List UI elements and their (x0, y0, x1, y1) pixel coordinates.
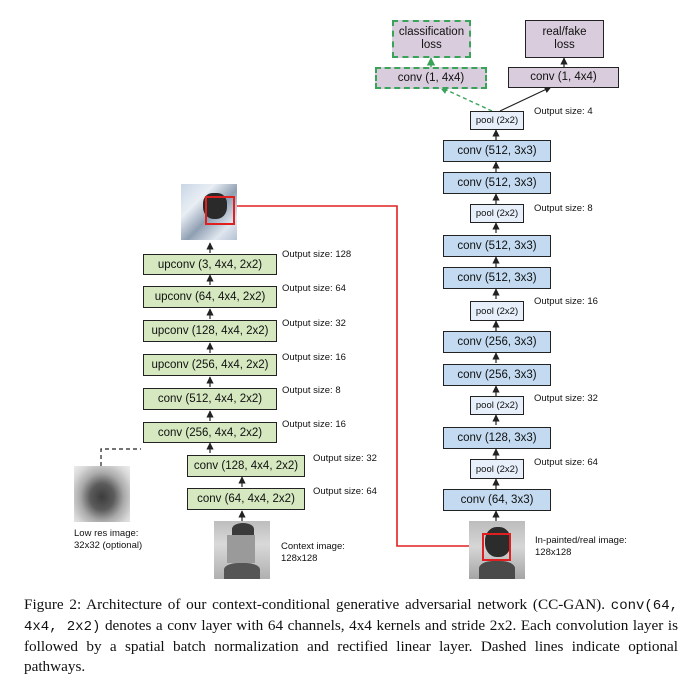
gen-size-label: Output size: 128 (282, 249, 352, 260)
gen-layer-upconv-3: upconv (3, 4x4, 2x2) (143, 254, 277, 275)
discriminator-arrows (492, 57, 568, 521)
classification-optional-arrows (426, 57, 493, 112)
caption-part1: Figure 2: Architecture of our context-co… (24, 596, 606, 613)
realfake-loss-line1: real/fake (542, 26, 587, 38)
caption-part2: denotes a conv layer with 64 channels, 4… (24, 617, 678, 675)
inpainted-label-line2: 128x128 (535, 547, 572, 558)
classification-loss-line2: loss (421, 39, 442, 51)
disc-pool: pool (2x2) (470, 301, 524, 321)
inpainted-region-box (482, 533, 511, 561)
gen-size-label: Output size: 64 (313, 486, 377, 497)
gen-layer-conv-256: conv (256, 4x4, 2x2) (143, 422, 277, 443)
context-dog-body (224, 563, 260, 579)
low-res-label-line1: Low res image: (74, 528, 139, 539)
disc-size-label: Output size: 16 (534, 296, 598, 307)
disc-pool: pool (2x2) (470, 459, 524, 479)
realfake-loss-box: real/fake loss (525, 20, 604, 58)
disc-layer-conv-512b: conv (512, 3x3) (443, 235, 551, 257)
gen-layer-conv-128: conv (128, 4x4, 2x2) (187, 455, 305, 477)
gen-layer-conv-512: conv (512, 4x4, 2x2) (143, 388, 277, 410)
gen-size-label: Output size: 32 (282, 318, 346, 329)
disc-layer-conv-512c: conv (512, 3x3) (443, 172, 551, 194)
disc-size-label: Output size: 4 (534, 106, 593, 117)
disc-layer-conv-512d: conv (512, 3x3) (443, 140, 551, 162)
low-res-image-thumbnail (74, 466, 130, 522)
context-masked-region (227, 535, 255, 563)
gen-size-label: Output size: 8 (282, 385, 341, 396)
low-res-optional-path (100, 448, 141, 466)
disc-layer-conv-256b: conv (256, 3x3) (443, 331, 551, 353)
caption-code: conv(64, 4x4, 2x2) (24, 598, 679, 635)
inpainted-label-line1: In-painted/real image: (535, 535, 627, 546)
crop-region-box (205, 196, 235, 225)
disc-pool: pool (2x2) (470, 396, 524, 415)
gen-size-label: Output size: 32 (313, 453, 377, 464)
generated-image-thumbnail (181, 184, 237, 240)
figure-caption: Figure 2: Architecture of our context-co… (24, 595, 678, 677)
generator-arrows (206, 242, 246, 521)
gen-size-label: Output size: 64 (282, 283, 346, 294)
disc-layer-conv-512a: conv (512, 3x3) (443, 267, 551, 289)
disc-layer-conv-64: conv (64, 3x3) (443, 489, 551, 511)
classification-loss-line1: classification (398, 26, 465, 38)
context-image-thumbnail (214, 521, 270, 579)
context-dog-ears (232, 523, 254, 535)
disc-size-label: Output size: 64 (534, 457, 598, 468)
context-label-line2: 128x128 (281, 553, 318, 564)
gen-size-label: Output size: 16 (282, 352, 346, 363)
disc-size-label: Output size: 32 (534, 393, 598, 404)
gen-layer-conv-64: conv (64, 4x4, 2x2) (187, 488, 305, 510)
realfake-loss-line2: loss (554, 39, 575, 51)
inpainted-dog-face (485, 527, 511, 557)
disc-pool: pool (2x2) (470, 204, 524, 223)
realfake-conv-head: conv (1, 4x4) (508, 67, 619, 88)
classification-loss-box: classification loss (392, 20, 471, 58)
inpainted-real-image-thumbnail (469, 521, 525, 579)
crop-path (236, 205, 482, 547)
gen-layer-upconv-256: upconv (256, 4x4, 2x2) (143, 354, 277, 376)
gen-layer-upconv-64: upconv (64, 4x4, 2x2) (143, 286, 277, 308)
inpainted-dog-body (479, 561, 515, 579)
disc-layer-conv-128: conv (128, 3x3) (443, 427, 551, 449)
low-res-label-line2: 32x32 (optional) (74, 540, 143, 551)
disc-size-label: Output size: 8 (534, 203, 593, 214)
architecture-diagram (100, 57, 568, 547)
gen-layer-upconv-128: upconv (128, 4x4, 2x2) (143, 320, 277, 342)
context-label-line1: Context image: (281, 541, 345, 552)
classification-conv-head: conv (1, 4x4) (375, 67, 487, 89)
disc-layer-conv-256a: conv (256, 3x3) (443, 364, 551, 386)
gen-size-label: Output size: 16 (282, 419, 346, 430)
disc-pool: pool (2x2) (470, 111, 524, 130)
